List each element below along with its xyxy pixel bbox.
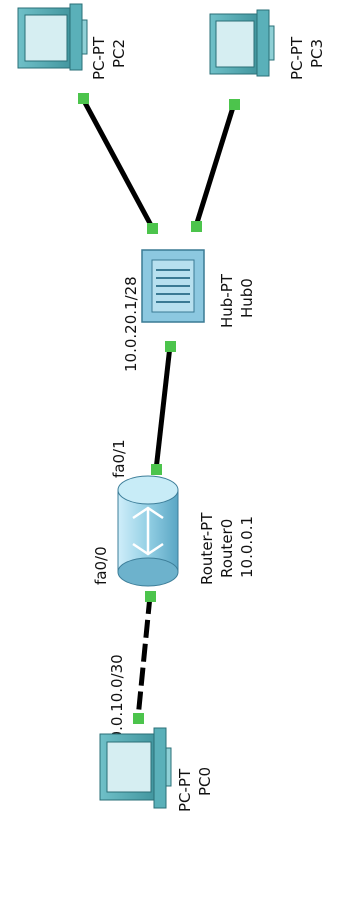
- endpoint-pc2: [78, 93, 89, 104]
- pc3-name-label: PC3: [308, 39, 326, 68]
- device-router0[interactable]: fa0/1 fa0/0 Router-PT Router0 10.0.0.1: [92, 439, 256, 587]
- device-pc3[interactable]: PC-PT PC3: [209, 9, 326, 80]
- device-pc2[interactable]: PC-PT PC2: [17, 3, 128, 80]
- device-pc0[interactable]: PC-PT PC0: [99, 727, 214, 812]
- pc-icon: [99, 727, 172, 809]
- pc2-type-label: PC-PT: [90, 36, 108, 80]
- endpoint-pc0: [133, 713, 144, 724]
- pc3-type-label: PC-PT: [288, 36, 306, 80]
- hub0-name-label: Hub0: [238, 278, 256, 318]
- pc-icon: [209, 9, 275, 77]
- router0-type-label: Router-PT: [198, 512, 216, 585]
- router0-port-bottom-label: fa0/0: [92, 546, 110, 585]
- pc0-name-label: PC0: [196, 767, 214, 796]
- endpoint-pc3: [229, 99, 240, 110]
- router-icon: [117, 475, 179, 587]
- hub0-ip-label: 10.0.20.1/28: [122, 276, 140, 372]
- link-endpoints: [78, 93, 240, 724]
- router0-ip-label: 10.0.0.1: [238, 516, 256, 578]
- hub0-type-label: Hub-PT: [218, 273, 236, 328]
- link-router-pc0[interactable]: [135, 595, 153, 719]
- endpoint-router-pc0: [145, 591, 156, 602]
- link-pc0-router-network-label: 10.0.10.0/30: [108, 654, 126, 750]
- endpoint-hub-pc3: [191, 221, 202, 232]
- endpoint-hub-router: [165, 341, 176, 352]
- link-pc2-hub[interactable]: [80, 97, 156, 231]
- device-hub0[interactable]: 10.0.20.1/28 Hub-PT Hub0: [122, 249, 256, 372]
- link-hub-router[interactable]: [153, 345, 173, 471]
- endpoint-router-hub: [151, 464, 162, 475]
- links: [80, 97, 237, 719]
- router0-port-top-label: fa0/1: [110, 439, 128, 478]
- pc2-name-label: PC2: [110, 39, 128, 68]
- pc-icon: [17, 3, 88, 71]
- hub-icon: [141, 249, 205, 323]
- link-pc3-hub[interactable]: [193, 103, 237, 227]
- endpoint-hub-pc2: [147, 223, 158, 234]
- pc0-type-label: PC-PT: [176, 768, 194, 812]
- router0-name-label: Router0: [218, 519, 236, 578]
